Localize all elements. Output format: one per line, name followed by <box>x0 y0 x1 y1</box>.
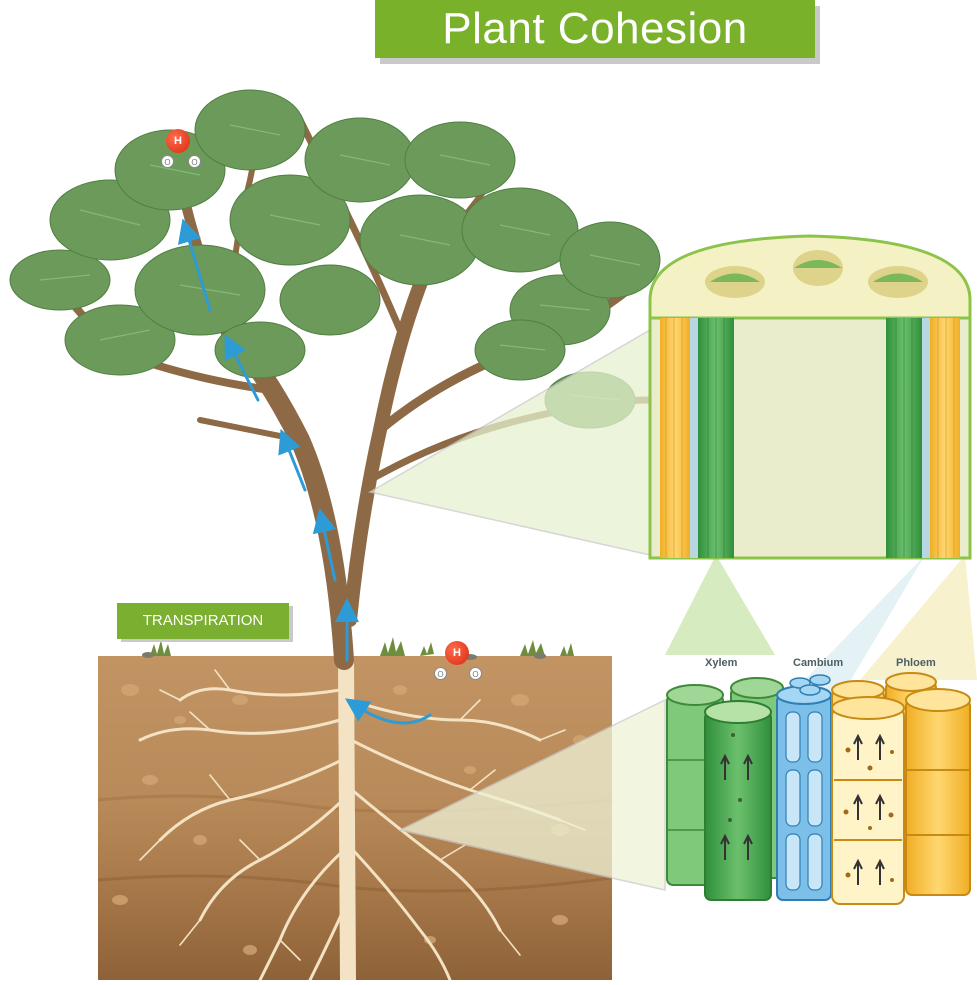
water-molecule-side: O <box>188 155 201 168</box>
xylem-tubes <box>666 677 784 901</box>
water-molecule-center: H <box>445 641 469 665</box>
cambium-tubes <box>776 674 832 901</box>
phloem-tubes <box>831 672 971 905</box>
grass-tufts <box>150 637 574 656</box>
tree-canopy <box>9 89 661 429</box>
water-molecule-side: O <box>161 155 174 168</box>
xylem-label: Xylem <box>705 657 738 669</box>
zoom-connectors <box>367 328 977 891</box>
transpiration-label: TRANSPIRATION <box>117 603 289 639</box>
water-molecule-side: O <box>469 667 482 680</box>
water-molecule-center: H <box>166 129 190 153</box>
phloem-label: Phloem <box>896 657 936 669</box>
page-title: Plant Cohesion <box>375 0 815 58</box>
water-molecule-side: O <box>434 667 447 680</box>
cambium-label: Cambium <box>793 657 844 669</box>
stem-cross-section <box>648 234 972 560</box>
water-flow-arrows <box>177 218 432 725</box>
